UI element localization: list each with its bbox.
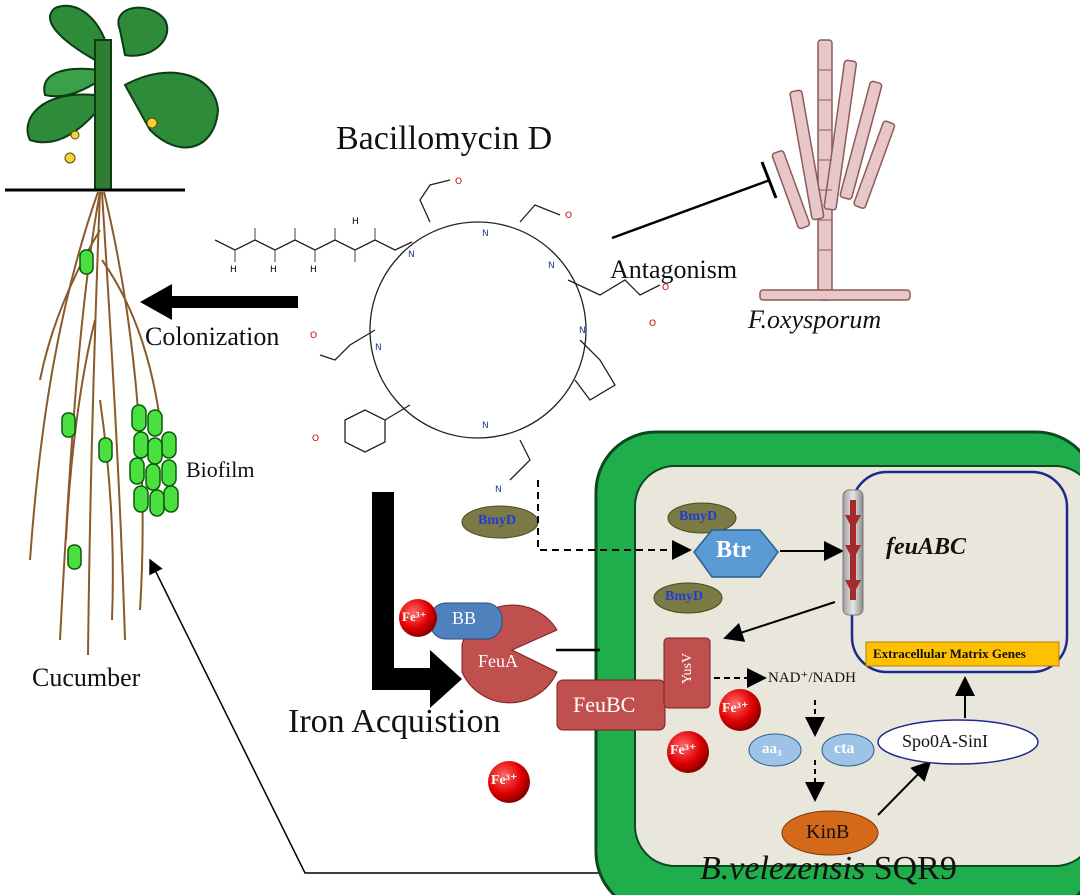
svg-text:N: N bbox=[495, 485, 502, 495]
molecule-atom-labels: H H H H N N N N N N N O O O O O O bbox=[230, 177, 669, 495]
iron-acquisition-arrow bbox=[372, 492, 462, 708]
label-cta: cta bbox=[834, 740, 855, 757]
bmyd-inside-1 bbox=[667, 502, 737, 534]
svg-text:N: N bbox=[579, 326, 586, 336]
label-bmyd-inside-1: BmyD bbox=[679, 509, 718, 524]
feuabc-gene bbox=[842, 489, 864, 616]
label-fe-cell-1: Fe³⁺ bbox=[722, 701, 749, 716]
cucumber-plant bbox=[5, 4, 220, 656]
strain-to-root-line bbox=[149, 558, 700, 874]
svg-text:N: N bbox=[482, 421, 489, 431]
label-strain: B.velezensis SQR9 bbox=[700, 850, 957, 888]
label-btr: Btr bbox=[716, 537, 751, 563]
kinb-oval bbox=[781, 810, 879, 856]
biofilm-cluster bbox=[129, 404, 179, 517]
label-spo0a-sini: Spo0A-SinI bbox=[902, 731, 989, 751]
label-kinb: KinB bbox=[806, 821, 850, 843]
svg-text:N: N bbox=[408, 250, 415, 260]
svg-text:O: O bbox=[649, 319, 656, 329]
svg-text:O: O bbox=[455, 177, 462, 187]
svg-text:H: H bbox=[270, 265, 277, 275]
bmyd-import-arrow bbox=[537, 480, 692, 560]
fungus-illustration bbox=[759, 39, 911, 301]
ecm-genes-box bbox=[865, 641, 1060, 667]
btr-protein bbox=[693, 529, 779, 578]
label-bb: BB bbox=[452, 608, 477, 628]
label-fe-transporter: Fe³⁺ bbox=[402, 609, 427, 624]
fe-sphere-transporter bbox=[399, 599, 437, 637]
svg-text:N: N bbox=[482, 229, 489, 239]
svg-text:O: O bbox=[565, 211, 572, 221]
label-fe-cell-2: Fe³⁺ bbox=[670, 743, 697, 758]
colonization-arrow bbox=[140, 284, 298, 320]
label-yusv: YusV bbox=[680, 652, 695, 684]
label-antagonism: Antagonism bbox=[610, 255, 738, 284]
label-aa3: aa₃ bbox=[762, 741, 782, 757]
bmyd-inside-2 bbox=[653, 582, 723, 614]
label-biofilm: Biofilm bbox=[186, 457, 255, 482]
label-colonization: Colonization bbox=[145, 322, 280, 351]
label-feuabc: feuABC bbox=[886, 534, 967, 560]
svg-text:O: O bbox=[662, 283, 669, 293]
aa3-oval bbox=[748, 733, 802, 767]
svg-text:H: H bbox=[310, 265, 317, 275]
label-cucumber: Cucumber bbox=[32, 663, 141, 692]
label-iron-acquisition: Iron Acquistion bbox=[288, 703, 501, 740]
fe-sphere-cell-1 bbox=[719, 689, 761, 731]
title-bacillomycin-d: Bacillomycin D bbox=[336, 120, 553, 157]
label-ecm-genes: Extracellular Matrix Genes bbox=[873, 646, 1026, 661]
label-fe-outside: Fe³⁺ bbox=[491, 773, 518, 788]
label-strain-species: B.velezensis bbox=[700, 850, 866, 887]
svg-text:N: N bbox=[548, 261, 555, 271]
label-strain-id: SQR9 bbox=[873, 850, 957, 887]
svg-text:O: O bbox=[310, 331, 317, 341]
label-nad: NAD⁺/NADH bbox=[768, 670, 856, 686]
svg-text:H: H bbox=[230, 265, 237, 275]
label-bmyd-inside-2: BmyD bbox=[665, 589, 704, 604]
label-fungus: F.oxysporum bbox=[748, 305, 882, 334]
fe-sphere-cell-2 bbox=[667, 731, 709, 773]
svg-text:H: H bbox=[352, 217, 359, 227]
cta-oval bbox=[821, 733, 875, 767]
iron-transporter bbox=[429, 602, 711, 731]
svg-text:O: O bbox=[312, 434, 319, 444]
svg-text:N: N bbox=[375, 343, 382, 353]
bacillomycin-d-structure bbox=[214, 179, 661, 481]
label-feua: FeuA bbox=[478, 651, 518, 671]
antagonism-inhibition-line bbox=[611, 178, 771, 240]
label-bmyd-outside: BmyD bbox=[478, 513, 517, 528]
label-feubc: FeuBC bbox=[573, 692, 636, 717]
spo0a-sini-oval bbox=[877, 719, 1039, 765]
fe-sphere-outside bbox=[488, 761, 530, 803]
